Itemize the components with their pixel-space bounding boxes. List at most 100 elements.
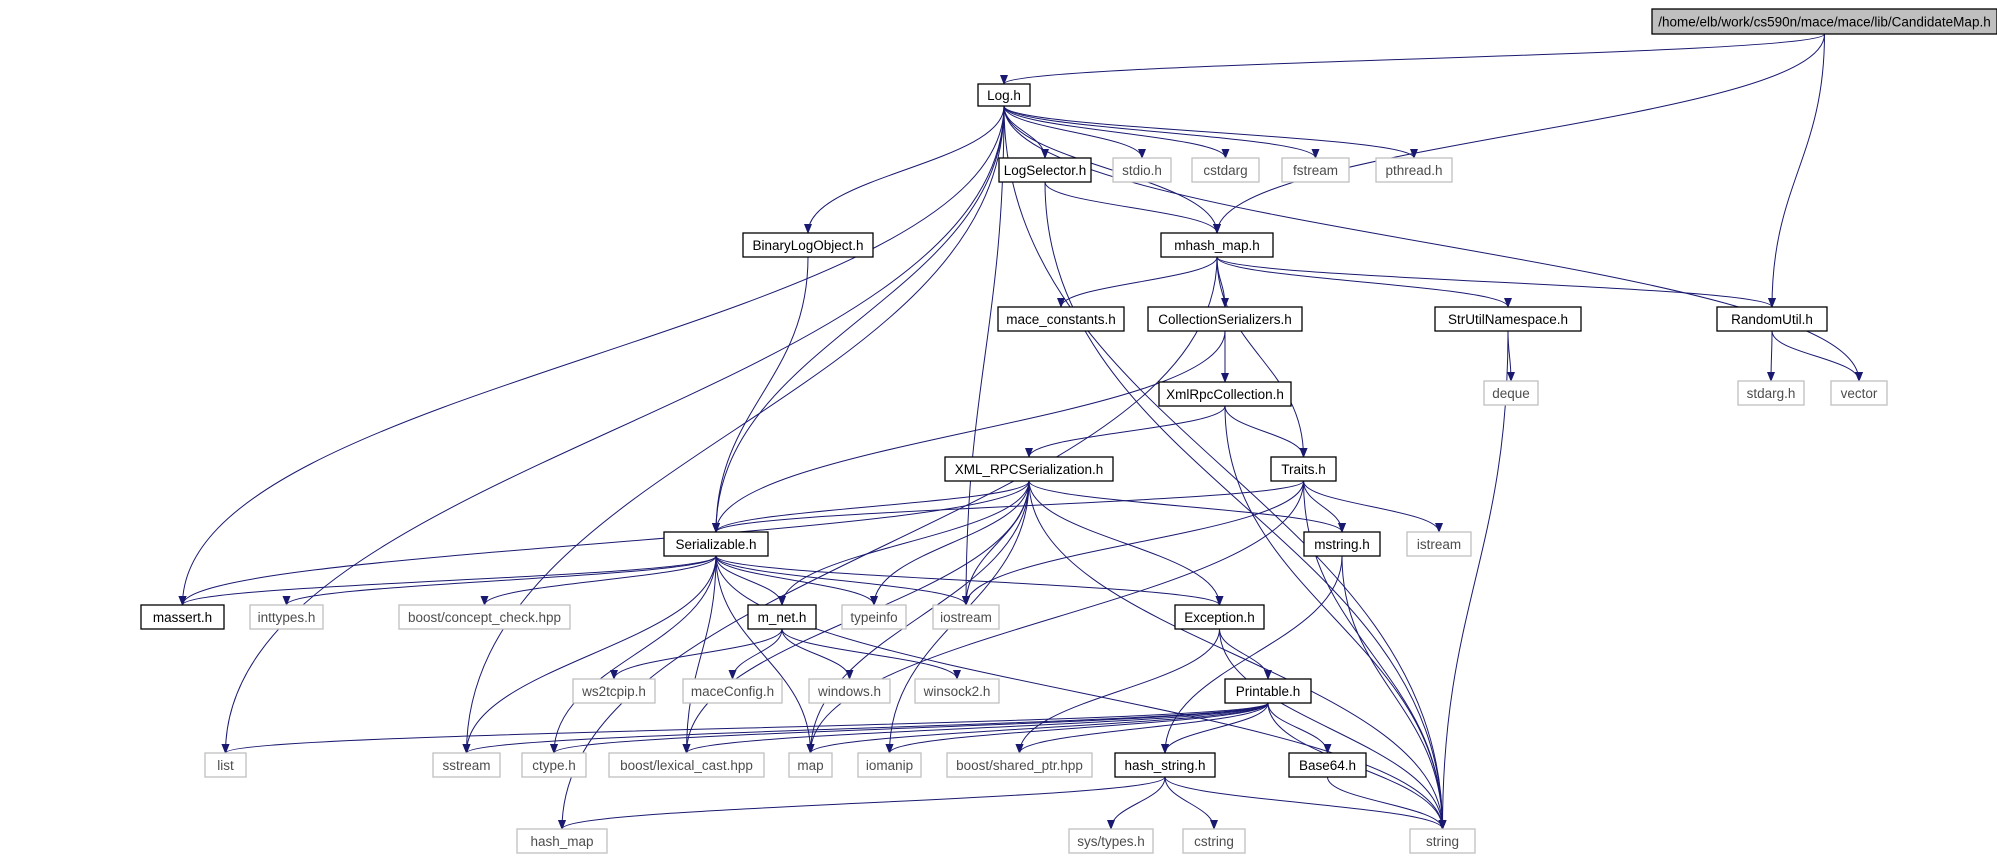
edge-path <box>1057 256 1218 308</box>
edge-path <box>715 555 878 606</box>
edge-path <box>178 480 1030 606</box>
node-printable[interactable]: Printable.h <box>1224 678 1312 704</box>
node-massert[interactable]: massert.h <box>140 604 225 630</box>
node-box <box>932 604 1000 630</box>
node-box <box>1114 752 1216 778</box>
node-traits[interactable]: Traits.h <box>1270 456 1337 482</box>
node-label: windows.h <box>817 684 881 699</box>
edge-path <box>178 555 717 606</box>
edge-xmlrpcser-to-serializable <box>712 480 1030 533</box>
edge-path <box>462 702 1269 754</box>
edges-layer <box>178 33 1863 830</box>
edge-path <box>1219 628 1272 680</box>
node-box <box>914 678 1000 704</box>
node-label: cstdarg <box>1203 163 1247 178</box>
node-box <box>808 678 891 704</box>
node-label: Exception.h <box>1184 610 1255 625</box>
node-lexical: boost/lexical_cast.hpp <box>608 752 765 778</box>
node-box <box>841 604 907 630</box>
edge-log-to-cstdarg <box>1003 105 1230 159</box>
edge-path <box>1025 405 1226 458</box>
node-box <box>1406 531 1472 557</box>
edge-path <box>282 555 717 606</box>
edge-path <box>1028 480 1447 830</box>
node-label: CollectionSerializers.h <box>1158 312 1292 327</box>
node-xmlrpccoll[interactable]: XmlRpcCollection.h <box>1158 381 1292 407</box>
edge-path <box>1213 33 1825 234</box>
node-logselector[interactable]: LogSelector.h <box>998 157 1092 183</box>
node-hashstring[interactable]: hash_string.h <box>1114 752 1216 778</box>
node-typeinfo: typeinfo <box>841 604 907 630</box>
edge-log-to-mhash <box>1003 105 1221 234</box>
node-vector: vector <box>1830 380 1888 406</box>
node-box <box>140 604 225 630</box>
node-randomutil[interactable]: RandomUtil.h <box>1716 306 1828 332</box>
edge-path <box>715 555 970 606</box>
edge-serializable-to-exception <box>715 555 1224 606</box>
edge-path <box>682 555 717 754</box>
node-box <box>1288 752 1367 778</box>
node-log[interactable]: Log.h <box>977 83 1031 107</box>
node-exception[interactable]: Exception.h <box>1174 604 1265 630</box>
edge-path <box>1164 776 1447 830</box>
edge-path <box>781 628 854 680</box>
edge-mhash-to-hashmap <box>558 256 1218 830</box>
node-box <box>997 306 1125 332</box>
edge-log-to-pthread <box>1003 105 1418 159</box>
edge-path <box>1768 33 1825 308</box>
edge-mstring-to-hashstring <box>1161 555 1343 754</box>
node-base64[interactable]: Base64.h <box>1288 752 1367 778</box>
node-box <box>1068 828 1154 854</box>
edge-strutil-to-string <box>1438 330 1509 830</box>
node-strutil[interactable]: StrUtilNamespace.h <box>1434 306 1582 332</box>
node-string: string <box>1409 828 1476 854</box>
edge-collser-to-serializable <box>712 330 1226 533</box>
node-mnet[interactable]: m_net.h <box>747 604 817 630</box>
edge-mhash-to-randomutil <box>1216 256 1776 308</box>
edge-printable-to-sharedptr <box>1015 702 1269 754</box>
node-box <box>608 752 765 778</box>
node-box <box>682 678 783 704</box>
node-binarylog[interactable]: BinaryLogObject.h <box>742 232 874 258</box>
node-mhash[interactable]: mhash_map.h <box>1160 232 1274 258</box>
edge-path <box>1028 480 1346 533</box>
node-box <box>572 678 656 704</box>
edge-path <box>462 555 717 754</box>
edge-serializable-to-ctype <box>550 555 717 754</box>
node-label: /home/elb/work/cs590n/mace/mace/lib/Cand… <box>1658 15 1990 30</box>
node-xmlrpcser[interactable]: XML_RPCSerialization.h <box>944 456 1114 482</box>
edge-path <box>712 330 1226 533</box>
node-list: list <box>204 752 247 778</box>
edge-path <box>1003 105 1230 159</box>
node-root[interactable]: /home/elb/work/cs590n/mace/mace/lib/Cand… <box>1651 8 1997 35</box>
node-label: XML_RPCSerialization.h <box>955 462 1104 477</box>
edge-log-to-sstream <box>462 105 1005 754</box>
edge-traits-to-serializable <box>712 480 1304 533</box>
node-label: boost/concept_check.hpp <box>408 610 561 625</box>
node-collser[interactable]: CollectionSerializers.h <box>1147 306 1303 332</box>
edge-xmlrpcser-to-massert <box>178 480 1030 606</box>
node-box <box>977 83 1031 107</box>
node-mstring[interactable]: mstring.h <box>1303 531 1381 557</box>
node-box <box>1182 828 1246 854</box>
node-box <box>249 604 324 630</box>
node-iomanip: iomanip <box>857 752 922 778</box>
node-label: deque <box>1492 386 1530 401</box>
node-winsock2: winsock2.h <box>914 678 1000 704</box>
node-label: sstream <box>442 758 490 773</box>
node-box <box>1716 306 1828 332</box>
edge-hashstring-to-cstring <box>1164 776 1218 830</box>
edge-path <box>178 105 1005 606</box>
edge-printable-to-ctype <box>550 702 1269 754</box>
node-maceconst[interactable]: mace_constants.h <box>997 306 1125 332</box>
node-box <box>1281 157 1350 183</box>
edge-hashstring-to-string <box>1164 776 1447 830</box>
node-serializable[interactable]: Serializable.h <box>663 531 769 557</box>
edge-path <box>962 480 1030 606</box>
node-label: inttypes.h <box>258 610 316 625</box>
node-label: StrUtilNamespace.h <box>1448 312 1568 327</box>
node-sstream: sstream <box>432 752 501 778</box>
node-cstring: cstring <box>1182 828 1246 854</box>
edge-randomutil-to-stdarg <box>1767 330 1776 382</box>
